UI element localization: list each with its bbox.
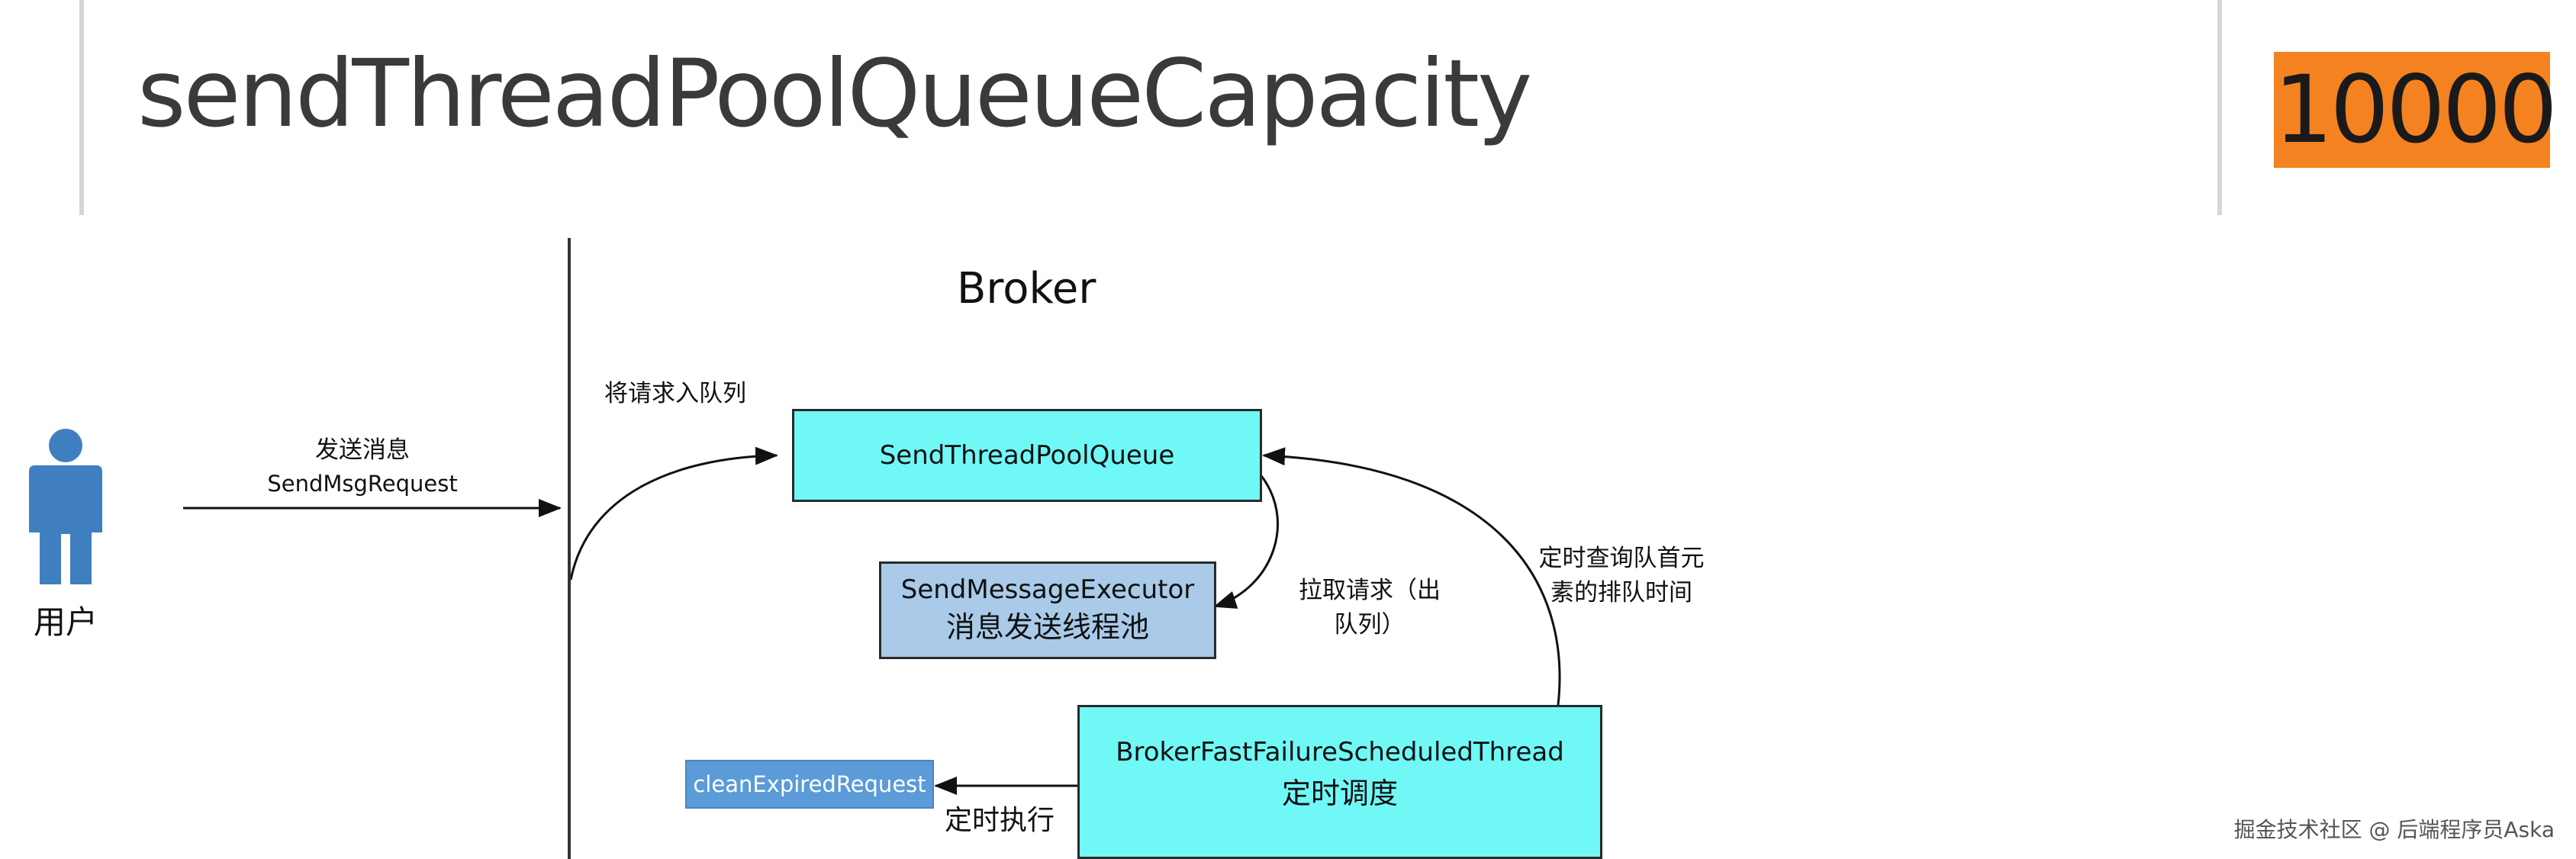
broker-boundary-line — [568, 238, 571, 859]
parameter-value-badge: 10000 — [2274, 52, 2558, 168]
user-icon — [29, 429, 102, 584]
banner-left-divider — [79, 0, 84, 215]
scheduled-execute-label: 定时执行 — [945, 805, 1055, 836]
query-label-line2: 素的排队时间 — [1550, 578, 1692, 606]
send-label-en: SendMsgRequest — [267, 470, 458, 497]
dequeue-label-line2: 队列） — [1334, 610, 1406, 639]
dequeue-label: 拉取请求（出 队列） — [1288, 574, 1451, 642]
send-label-cn: 发送消息 — [315, 436, 410, 464]
executor-box-cn: 消息发送线程池 — [945, 610, 1149, 645]
dequeue-arrow — [1213, 472, 1279, 609]
queue-box-label: SendThreadPoolQueue — [879, 440, 1175, 471]
broker-title: Broker — [957, 264, 1096, 314]
broker-fast-failure-scheduler-box: BrokerFastFailureScheduledThread 定时调度 — [1077, 705, 1602, 859]
send-thread-pool-queue-box: SendThreadPoolQueue — [792, 409, 1262, 502]
query-label-line1: 定时查询队首元 — [1538, 545, 1705, 572]
user-label: 用户 — [33, 603, 98, 641]
clean-box-label: cleanExpiredRequest — [693, 771, 926, 797]
executor-box-en: SendMessageExecutor — [900, 574, 1195, 606]
send-message-executor-box: SendMessageExecutor 消息发送线程池 — [879, 561, 1216, 659]
parameter-name: sendThreadPoolQueueCapacity — [137, 40, 1532, 148]
query-queue-head-arrow — [1262, 447, 1561, 706]
watermark: 掘金技术社区 @ 后端程序员Aska — [2233, 817, 2555, 842]
banner-right-divider — [2217, 0, 2222, 215]
clean-expired-request-box: cleanExpiredRequest — [685, 760, 934, 809]
scheduler-box-en: BrokerFastFailureScheduledThread — [1116, 737, 1564, 767]
enqueue-label: 将请求入队列 — [604, 380, 746, 407]
enqueue-arrow — [569, 446, 778, 581]
scheduler-box-cn: 定时调度 — [1281, 777, 1398, 810]
dequeue-label-line1: 拉取请求（出 — [1299, 577, 1441, 604]
query-queue-head-label: 定时查询队首元 素的排队时间 — [1523, 542, 1720, 610]
send-message-label: 发送消息 SendMsgRequest — [259, 433, 465, 500]
